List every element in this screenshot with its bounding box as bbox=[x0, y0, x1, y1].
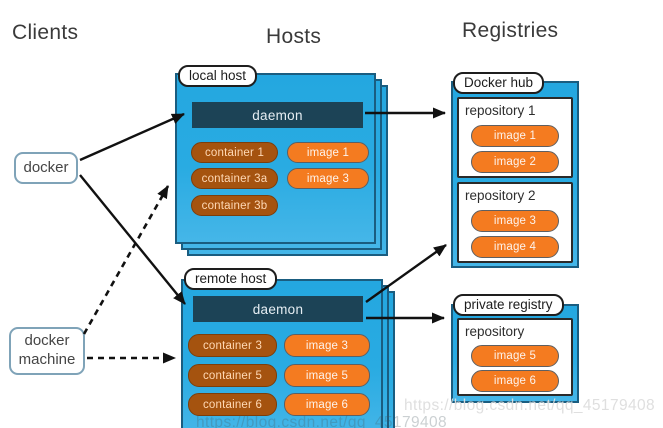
repository-2-box: repository 2 image 3 image 4 bbox=[457, 182, 573, 263]
private-image-6-pill: image 6 bbox=[471, 370, 559, 392]
docker-hub-label: Docker hub bbox=[453, 72, 545, 94]
docker-client-box: docker bbox=[14, 152, 78, 184]
remote-host-label: remote host bbox=[184, 268, 278, 290]
csdn-watermark-faint: https://blog.csdn.net/qq_45179408 bbox=[196, 414, 448, 428]
dashed-arrow-docker-machine-to-local-host bbox=[82, 185, 170, 335]
repository-2-title: repository 2 bbox=[465, 188, 536, 203]
repository-1-title: repository 1 bbox=[465, 103, 536, 118]
remote-container-3-pill: container 3 bbox=[188, 334, 277, 357]
remote-image-3-pill: image 3 bbox=[284, 334, 370, 357]
local-container-3b-pill: container 3b bbox=[191, 195, 278, 216]
repo1-image-1-pill: image 1 bbox=[471, 125, 559, 147]
remote-image-5-pill: image 5 bbox=[284, 364, 370, 387]
local-host-label: local host bbox=[178, 65, 258, 87]
remote-daemon-label: daemon bbox=[252, 301, 304, 317]
local-daemon-bar: daemon bbox=[192, 102, 363, 128]
docker-machine-box: docker machine bbox=[9, 327, 85, 375]
private-repository-title: repository bbox=[465, 324, 525, 339]
docker-client-label: docker bbox=[23, 158, 69, 176]
repo2-image-3-pill: image 3 bbox=[471, 210, 559, 232]
private-image-5-pill: image 5 bbox=[471, 345, 559, 367]
clients-heading: Clients bbox=[12, 21, 79, 44]
hosts-heading: Hosts bbox=[266, 25, 322, 48]
repository-1-box: repository 1 image 1 image 2 bbox=[457, 97, 573, 178]
arrow-docker-to-local-daemon bbox=[79, 112, 185, 162]
registries-heading: Registries bbox=[462, 19, 559, 42]
local-container-3a-pill: container 3a bbox=[191, 168, 278, 189]
csdn-watermark: https://blog.csdn.net/qq_45179408 bbox=[404, 397, 656, 414]
repo2-image-4-pill: image 4 bbox=[471, 236, 559, 258]
local-image-1-pill: image 1 bbox=[287, 142, 369, 163]
local-image-3-pill: image 3 bbox=[287, 168, 369, 189]
remote-image-6-pill: image 6 bbox=[284, 393, 370, 416]
docker-machine-label: docker machine bbox=[18, 332, 76, 368]
private-repository-box: repository image 5 image 6 bbox=[457, 318, 573, 396]
remote-daemon-bar: daemon bbox=[193, 296, 363, 322]
private-registry-label: private registry bbox=[453, 294, 564, 316]
remote-container-5-pill: container 5 bbox=[188, 364, 277, 387]
arrow-docker-to-remote-daemon bbox=[79, 174, 186, 305]
local-container-1-pill: container 1 bbox=[191, 142, 278, 163]
repo1-image-2-pill: image 2 bbox=[471, 151, 559, 173]
remote-container-6-pill: container 6 bbox=[188, 393, 277, 416]
local-daemon-label: daemon bbox=[252, 107, 303, 123]
